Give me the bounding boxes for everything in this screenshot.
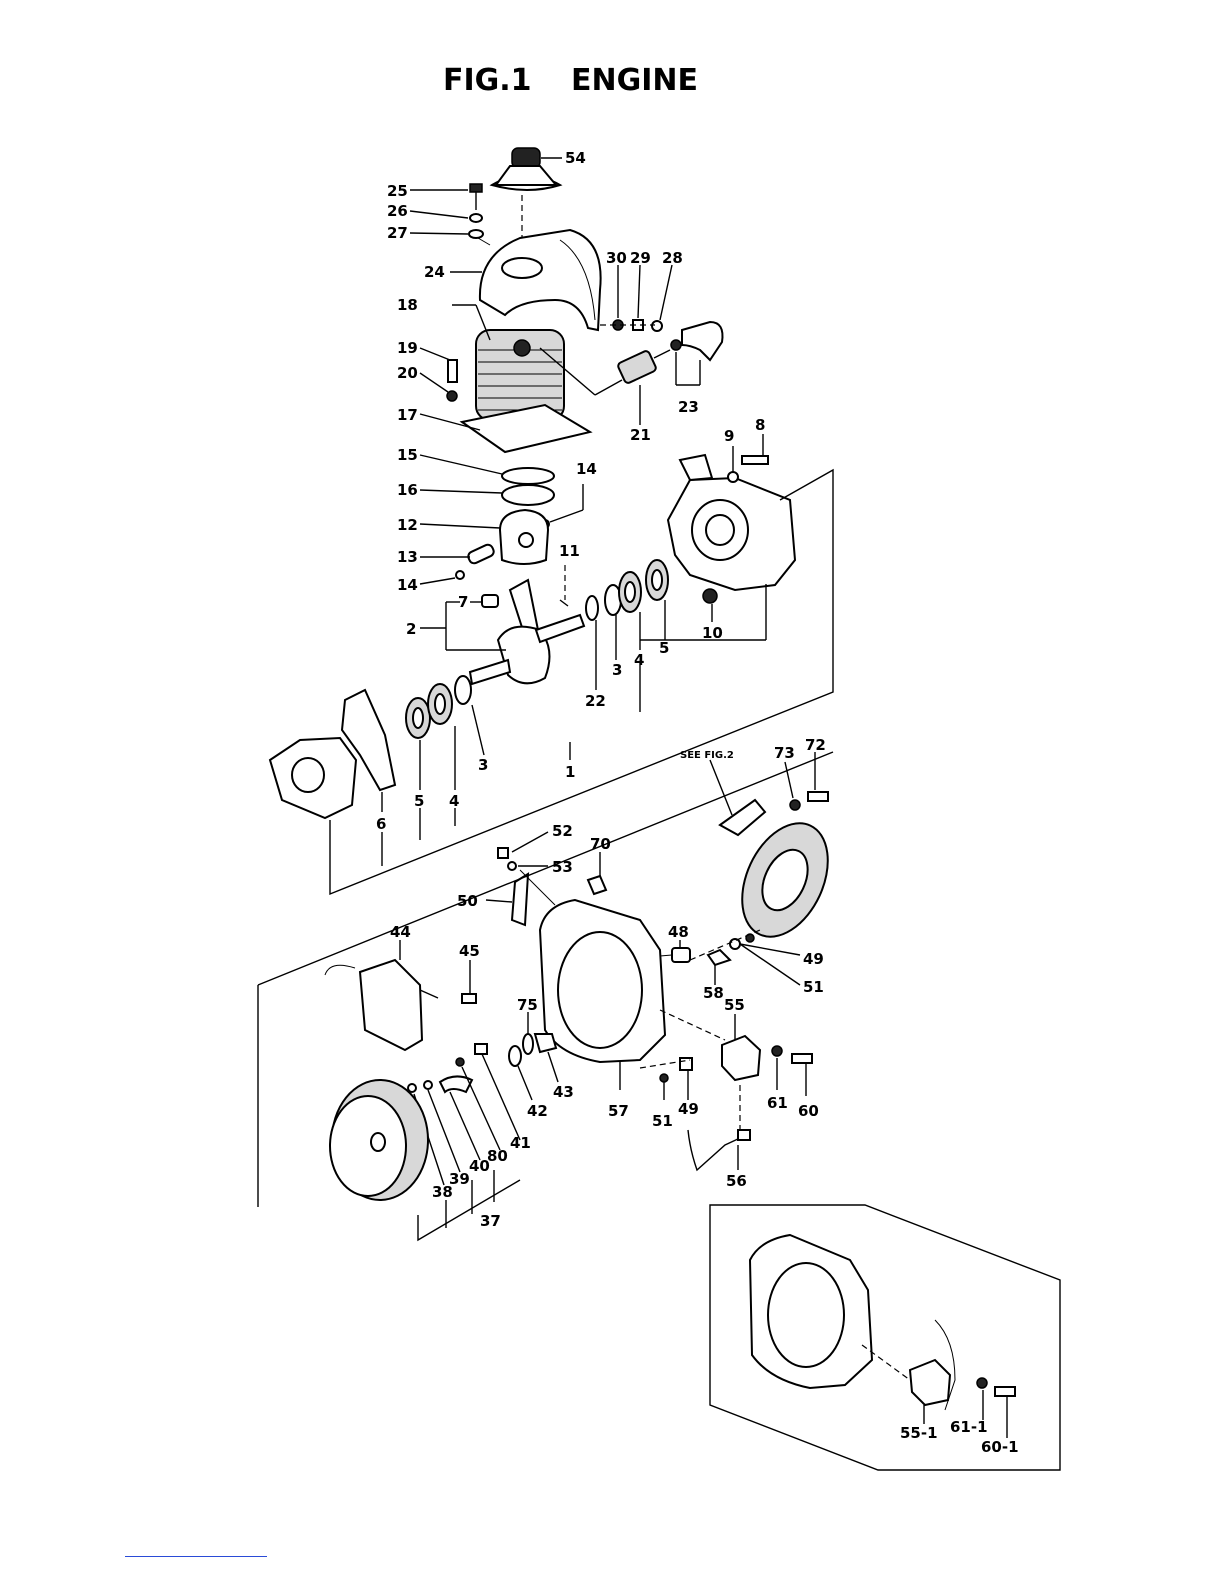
callout-label: 26 xyxy=(387,202,408,220)
callout-label: 24 xyxy=(424,263,445,281)
callout-label: 41 xyxy=(510,1134,531,1152)
callout-label: 52 xyxy=(552,822,573,840)
callout-label: 18 xyxy=(397,296,418,314)
spark-plug-cap-part xyxy=(492,148,560,190)
callout-label: 3 xyxy=(478,756,488,774)
piston-part xyxy=(500,510,548,564)
flywheel-part xyxy=(330,1080,428,1200)
callout-label: 5 xyxy=(659,639,669,657)
callout-label: 51 xyxy=(652,1112,673,1130)
callout-label: 16 xyxy=(397,481,418,499)
inset-detail-box xyxy=(710,1205,1060,1470)
callout-label: 27 xyxy=(387,224,408,242)
callout-label: 38 xyxy=(432,1183,453,1201)
callout-label: 40 xyxy=(469,1157,490,1175)
callout-label: 28 xyxy=(662,249,683,267)
callout-label: 3 xyxy=(612,661,622,679)
cylinder-part xyxy=(476,330,564,420)
cover-bolt-part xyxy=(469,184,483,238)
callout-label: 15 xyxy=(397,446,418,464)
callout-label: 61-1 xyxy=(950,1418,988,1436)
callout-label: 20 xyxy=(397,364,418,382)
callout-label: 4 xyxy=(449,792,459,810)
callout-label: 23 xyxy=(678,398,699,416)
callout-label: 19 xyxy=(397,339,418,357)
callout-label: 1 xyxy=(565,763,575,781)
callout-label: 60-1 xyxy=(981,1438,1019,1456)
callout-label: 51 xyxy=(803,978,824,996)
ignition-coil-part xyxy=(325,960,438,1050)
callout-label: 56 xyxy=(726,1172,747,1190)
callout-label: 54 xyxy=(565,149,586,167)
callout-label: 57 xyxy=(608,1102,629,1120)
callout-label: 73 xyxy=(774,744,795,762)
callout-label: 70 xyxy=(590,835,611,853)
see-fig2-note: SEE FIG.2 xyxy=(680,750,734,761)
cylinder-cover-part xyxy=(480,230,601,330)
callout-label: 60 xyxy=(798,1102,819,1120)
callout-label: 49 xyxy=(678,1100,699,1118)
callout-label: 50 xyxy=(457,892,478,910)
callout-label: 6 xyxy=(376,815,386,833)
left-crankcase-part xyxy=(270,738,356,818)
callout-label: 13 xyxy=(397,548,418,566)
callout-label: 8 xyxy=(755,416,765,434)
callout-label: 37 xyxy=(480,1212,501,1230)
recoil-starter-part xyxy=(720,800,845,950)
callout-label: 42 xyxy=(527,1102,548,1120)
bottom-rule xyxy=(125,1556,267,1557)
callout-label: 7 xyxy=(458,593,468,611)
callout-label: 4 xyxy=(634,651,644,669)
callout-label: 2 xyxy=(406,620,416,638)
callout-label: 10 xyxy=(702,624,723,642)
callout-label: 17 xyxy=(397,406,418,424)
callout-label: 45 xyxy=(459,942,480,960)
callout-label: 48 xyxy=(668,923,689,941)
figure-number: FIG.1 xyxy=(443,63,532,98)
callout-label: 72 xyxy=(805,736,826,754)
callout-label: 14 xyxy=(576,460,597,478)
callout-label: 12 xyxy=(397,516,418,534)
callout-label: 22 xyxy=(585,692,606,710)
callout-label: 55 xyxy=(724,996,745,1014)
callout-label: 29 xyxy=(630,249,651,267)
callout-label: 55-1 xyxy=(900,1424,938,1442)
callout-label: 9 xyxy=(724,427,734,445)
spark-plug-part xyxy=(617,350,670,384)
callout-label: 14 xyxy=(397,576,418,594)
callout-label: 25 xyxy=(387,182,408,200)
callout-label: 58 xyxy=(703,984,724,1002)
callout-label: 49 xyxy=(803,950,824,968)
callout-label: 75 xyxy=(517,996,538,1014)
callout-label: 5 xyxy=(414,792,424,810)
callout-label: 11 xyxy=(559,542,580,560)
callout-label: 21 xyxy=(630,426,651,444)
callout-label: 80 xyxy=(487,1147,508,1165)
callout-label: 43 xyxy=(553,1083,574,1101)
callout-label: 44 xyxy=(390,923,411,941)
fan-housing-part xyxy=(540,900,665,1062)
figure-title: ENGINE xyxy=(571,63,698,98)
callout-label: 53 xyxy=(552,858,573,876)
callout-label: 61 xyxy=(767,1094,788,1112)
callout-label: 30 xyxy=(606,249,627,267)
